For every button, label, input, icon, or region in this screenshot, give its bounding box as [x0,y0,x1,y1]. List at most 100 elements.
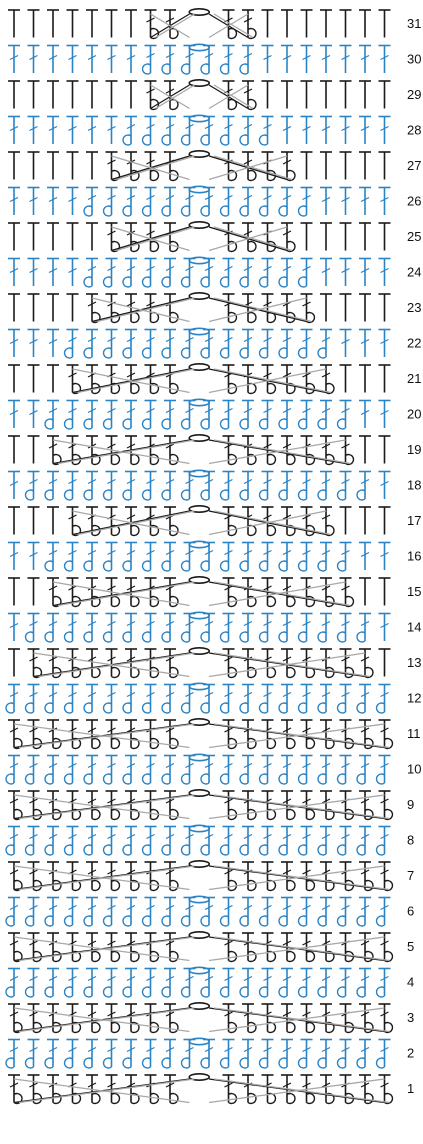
post-stitch [6,827,20,856]
row-number: 26 [407,194,421,209]
tall-stitch [8,223,20,251]
post-stitch [123,685,137,714]
tall-stitch [359,188,371,216]
tall-stitch [86,81,98,109]
tall-stitch [340,294,352,322]
post-stitch [104,401,118,430]
tall-stitch [28,401,40,429]
cable-cross [14,795,390,819]
chain-oval [189,257,209,263]
post-stitch [221,827,235,856]
post-stitch [67,649,81,678]
tall-stitch [301,152,313,180]
chain-oval [189,115,209,121]
tall-stitch [28,10,40,38]
chart-row-25 [8,222,391,252]
chart-row-5 [8,932,392,962]
tall-stitch [340,223,352,251]
row-number: 6 [407,904,414,919]
post-stitch [242,1075,256,1104]
tall-stitch [8,649,20,677]
post-stitch [123,827,137,856]
post-stitch [145,1075,159,1104]
post-stitch [340,1075,354,1104]
post-stitch [318,827,332,855]
tall-stitch [379,649,391,677]
post-stitch [45,401,59,430]
chart-row-11 [8,719,393,749]
post-stitch [45,472,59,501]
post-stitch [221,543,235,572]
tall-stitch [28,507,40,535]
chain-oval [189,399,209,405]
post-stitch [242,436,256,465]
tall-stitch [28,46,40,74]
post-stitch [338,1040,352,1069]
post-stitch [318,614,332,642]
row-number: 27 [407,158,421,173]
tall-stitch [86,223,98,251]
tall-stitch [320,223,332,251]
post-stitch [260,259,274,288]
post-stitch [279,188,293,217]
chart-row-31 [8,9,391,39]
post-stitch [123,330,137,359]
post-stitch [279,543,293,572]
post-stitch [242,10,256,39]
chain-oval [189,470,209,476]
tall-stitch [28,365,40,393]
post-stitch [45,685,59,714]
tall-stitch [8,472,20,500]
tall-stitch [28,188,40,216]
row-number: 31 [407,16,421,31]
row-number: 23 [407,300,421,315]
chart-row-8 [6,825,390,855]
post-stitch [340,862,354,891]
post-stitch [104,259,118,288]
post-stitch [260,330,274,359]
post-stitch [279,1040,293,1069]
post-stitch [260,472,274,501]
tall-stitch [262,81,274,109]
post-stitch [338,827,352,855]
post-stitch [145,720,159,749]
post-stitch [104,188,118,217]
post-stitch [260,685,274,714]
post-stitch [318,898,332,927]
post-stitch [84,543,98,572]
post-stitch [240,401,254,430]
tall-stitch [359,81,371,109]
post-stitch [320,1004,334,1033]
post-stitch [318,969,332,998]
chart-row-30 [8,44,391,74]
chain-oval [189,967,209,973]
post-stitch [47,933,61,962]
tall-stitch [379,117,391,145]
post-stitch [337,543,351,572]
post-stitch [242,649,256,677]
chart-row-2 [6,1038,390,1068]
post-stitch [104,614,118,642]
tall-stitch [8,507,20,535]
post-stitch [337,614,351,642]
post-stitch [299,685,313,714]
post-stitch [301,436,315,465]
tall-stitch [379,259,391,287]
cable-cross [151,14,254,38]
post-stitch [337,898,351,927]
post-stitch [145,862,159,891]
post-stitch [377,827,391,855]
post-stitch [221,117,235,146]
post-stitch [162,1040,176,1069]
tall-stitch [47,223,59,251]
chart-row-15 [8,577,391,607]
post-stitch [320,791,334,820]
tall-stitch [8,152,20,180]
post-stitch [104,543,118,572]
post-stitch [25,472,39,501]
tall-stitch [67,117,79,145]
chart-row-12 [6,683,390,713]
post-stitch [125,1075,139,1104]
tall-stitch [262,10,274,38]
tall-stitch [301,223,313,251]
